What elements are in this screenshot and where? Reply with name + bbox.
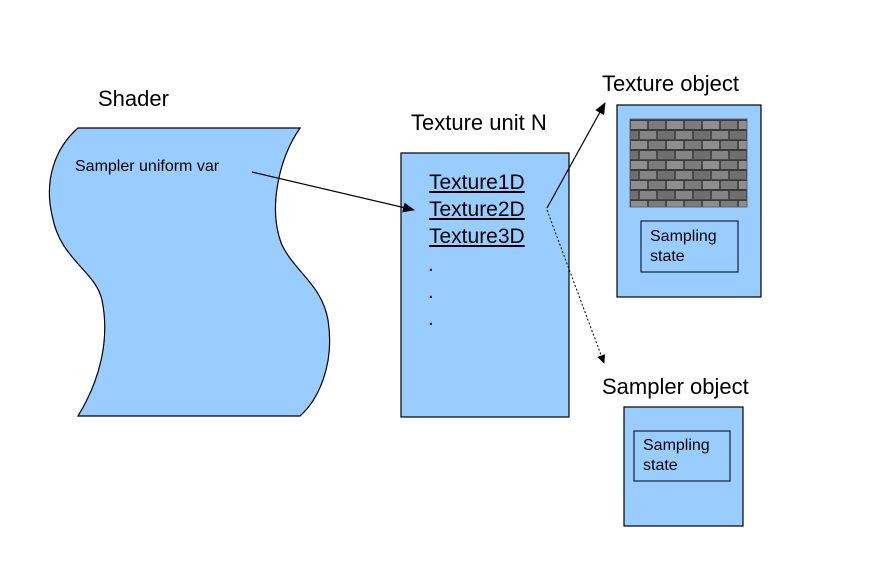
- texture-3d-item: Texture3D: [429, 225, 525, 248]
- sampler-sampling-state-line2: state: [643, 457, 678, 474]
- ellipsis-dot: .: [428, 254, 434, 276]
- texture-2d-item: Texture2D: [429, 198, 525, 221]
- texture-unit-title: Texture unit N: [411, 110, 547, 135]
- texture-unit-box: [400, 152, 570, 418]
- shader-shape: [48, 127, 331, 417]
- sampler-uniform-label: Sampler uniform var: [75, 158, 220, 175]
- shader-title: Shader: [98, 86, 169, 111]
- texture-sampling-state-line2: state: [650, 248, 685, 265]
- sampler-object-title: Sampler object: [602, 374, 749, 399]
- texture-sampling-state-box: [640, 220, 739, 273]
- brick-texture-image: [629, 118, 748, 208]
- uniform-to-unit-arrow: [251, 171, 415, 213]
- unit-to-texture-object-arrow: [546, 102, 606, 209]
- sampler-sampling-state-line1: Sampling: [643, 437, 710, 454]
- texture-object-title: Texture object: [602, 71, 739, 96]
- texture-sampling-state-line1: Sampling: [650, 228, 717, 245]
- unit-to-sampler-object-arrow: [546, 209, 605, 364]
- sampler-sampling-state-box: [633, 430, 731, 482]
- ellipsis-dot: .: [428, 308, 434, 330]
- texture-1d-item: Texture1D: [429, 171, 525, 194]
- ellipsis-dot: .: [428, 281, 434, 303]
